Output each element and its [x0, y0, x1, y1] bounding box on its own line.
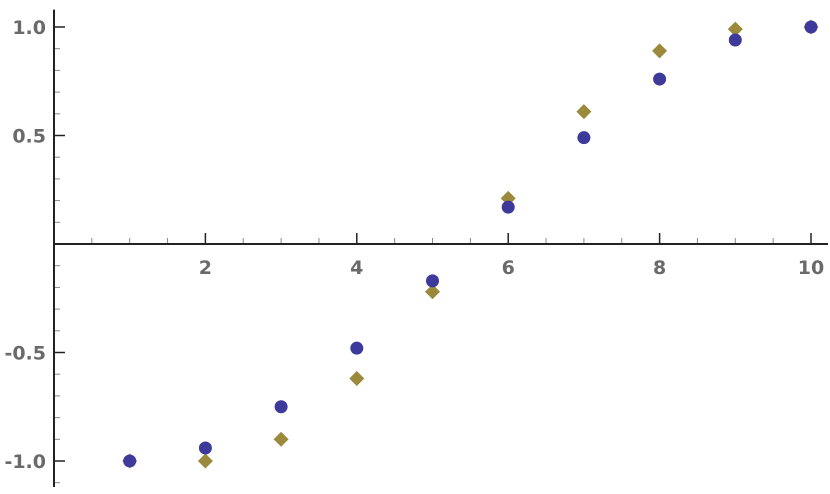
x-tick-labels: 2 4 6 8 10 — [199, 257, 824, 279]
circle-point — [198, 441, 212, 455]
x-tick-label: 8 — [653, 257, 666, 279]
x-tick-label: 4 — [350, 257, 363, 279]
diamond-point — [197, 453, 213, 469]
circle-point — [653, 72, 667, 86]
series-circle — [123, 20, 818, 468]
diamond-point — [425, 284, 440, 300]
y-tick-label: -0.5 — [4, 343, 46, 365]
y-tick-label: -1.0 — [4, 451, 46, 473]
diamond-point — [273, 431, 289, 447]
diamond-point — [727, 21, 743, 37]
circle-point — [804, 20, 818, 34]
diamond-point — [652, 43, 668, 59]
circle-point — [274, 400, 288, 414]
diamond-point — [349, 371, 365, 387]
y-tick-labels: -1.0 -0.5 0.5 1.0 — [4, 17, 46, 473]
y-tick-label: 0.5 — [12, 126, 46, 148]
major-ticks — [54, 26, 812, 462]
circle-point — [577, 131, 591, 145]
circle-point — [426, 274, 439, 288]
diamond-point — [576, 104, 592, 120]
circle-point — [123, 454, 137, 468]
circle-point — [350, 341, 364, 355]
circle-point — [501, 200, 515, 214]
x-tick-label: 10 — [798, 257, 824, 279]
circle-point — [728, 33, 742, 47]
y-tick-label: 1.0 — [12, 17, 46, 39]
series-layer — [122, 19, 819, 469]
x-tick-label: 6 — [502, 257, 515, 279]
x-tick-label: 2 — [199, 257, 212, 279]
